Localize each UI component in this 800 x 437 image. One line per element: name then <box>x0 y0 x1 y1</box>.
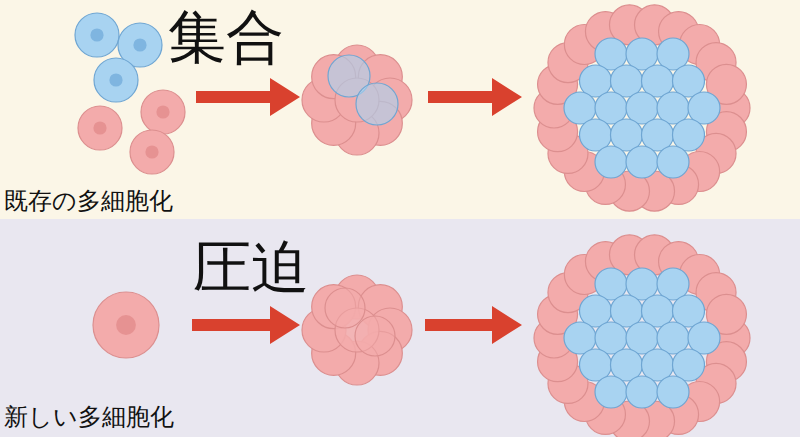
cell <box>657 146 689 178</box>
cell <box>94 58 138 102</box>
cell <box>325 288 365 328</box>
cell <box>141 90 185 134</box>
cell <box>75 13 119 57</box>
cell-nucleus <box>109 73 122 86</box>
red-arrow <box>425 306 522 344</box>
arrows <box>192 78 522 344</box>
cell <box>595 146 627 178</box>
cell <box>626 376 658 408</box>
red-arrow <box>192 306 300 344</box>
cell-nucleus <box>145 145 158 158</box>
red-arrow <box>196 78 300 116</box>
cell <box>93 292 159 358</box>
cell <box>355 316 395 356</box>
bottom-panel <box>0 219 800 437</box>
cells <box>75 5 750 437</box>
cell <box>78 106 122 150</box>
cell <box>595 376 627 408</box>
top-panel <box>0 0 800 219</box>
cell-nucleus <box>156 105 169 118</box>
row-caption: 新しい多細胞化 <box>4 405 174 429</box>
process-label: 集合 <box>168 8 284 66</box>
red-arrow <box>428 78 522 116</box>
cell-nucleus <box>116 315 136 335</box>
cell <box>657 376 689 408</box>
cell-nucleus <box>93 121 106 134</box>
cell <box>130 130 174 174</box>
cell <box>626 146 658 178</box>
process-label: 圧迫 <box>193 238 309 296</box>
cell-nucleus <box>133 38 146 51</box>
cell-nucleus <box>90 28 103 41</box>
cell <box>356 83 398 125</box>
row-caption: 既存の多細胞化 <box>4 189 173 213</box>
